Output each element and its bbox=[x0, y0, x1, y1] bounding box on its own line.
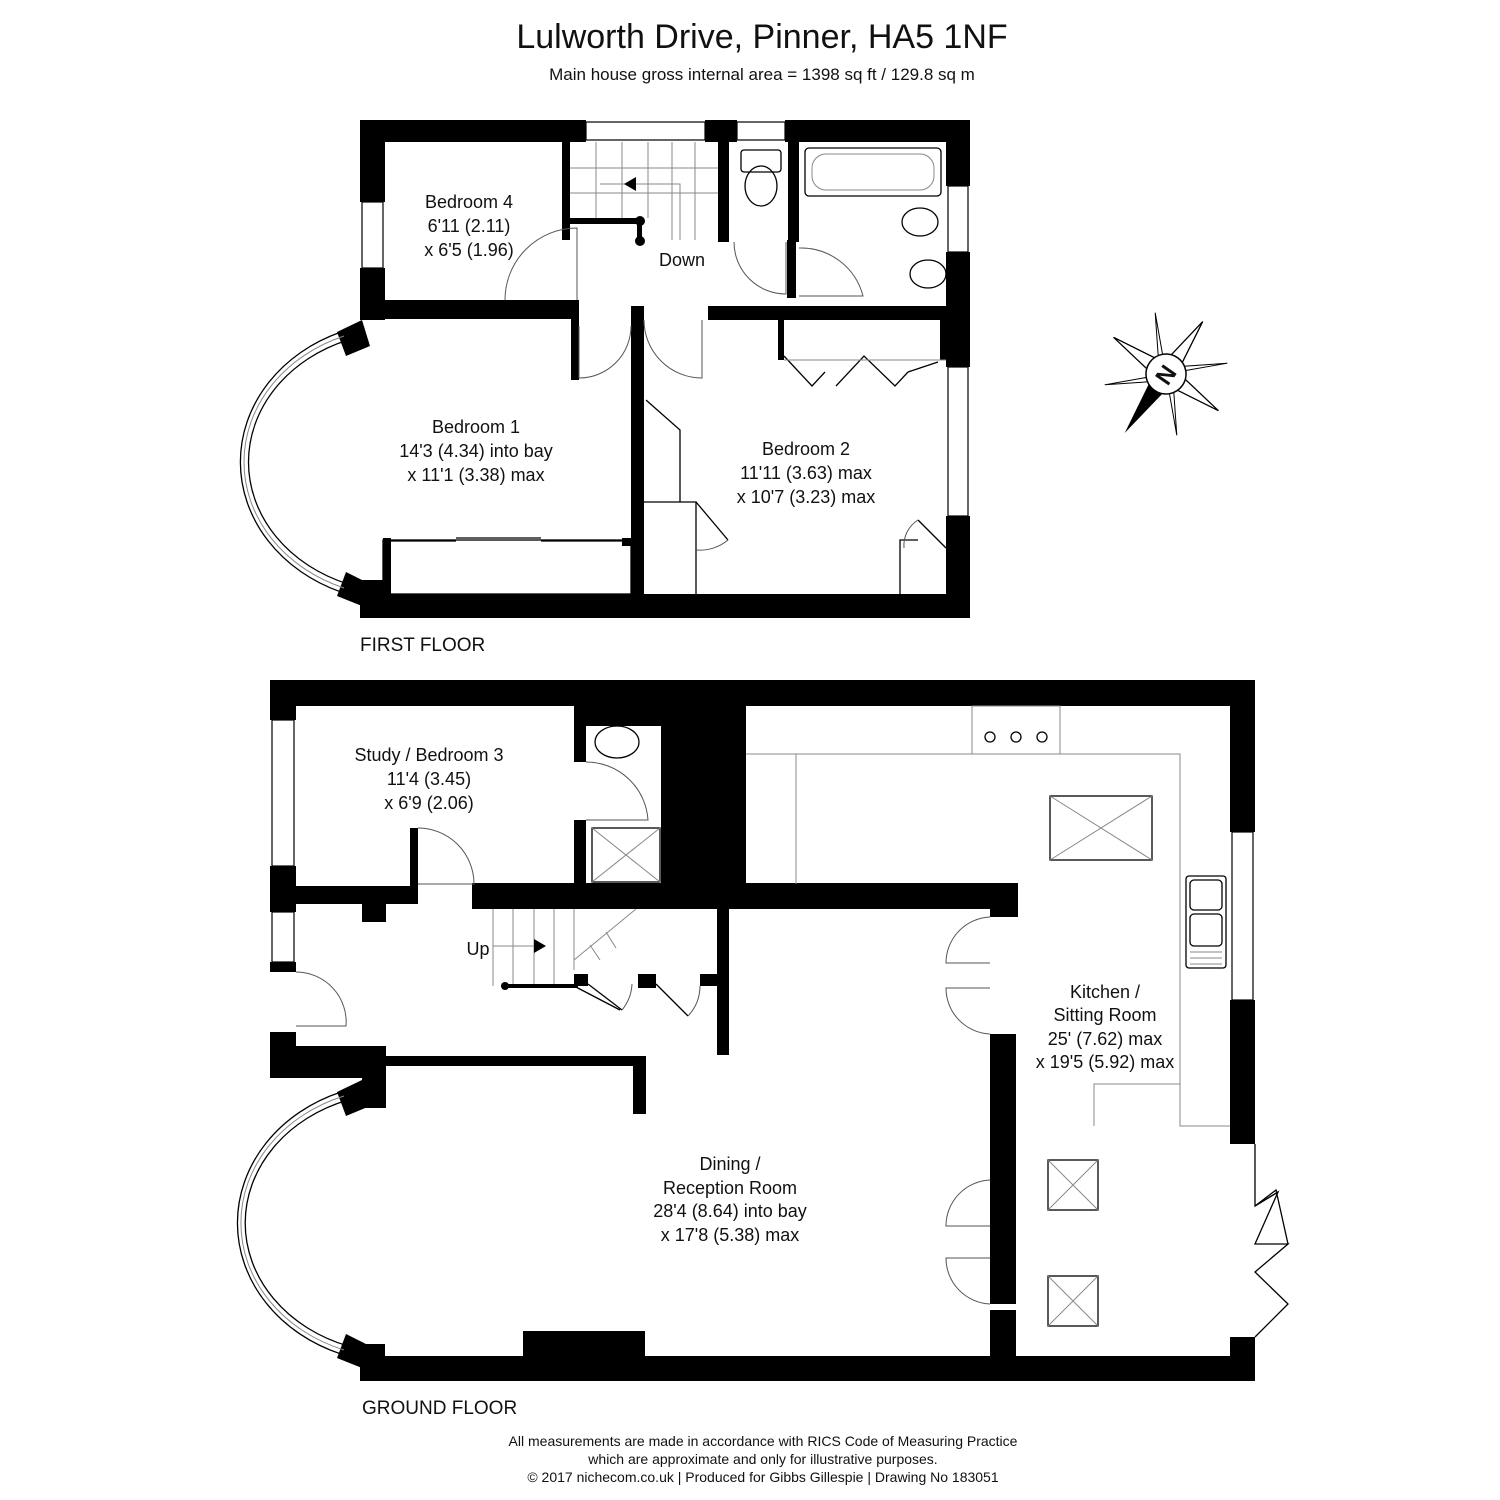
dining-label: Dining / Reception Room 28'4 (8.64) into… bbox=[653, 1154, 807, 1245]
down-label: Down bbox=[659, 250, 705, 270]
basin-icon bbox=[909, 259, 947, 289]
room-dimension: 6'11 (2.11) bbox=[428, 216, 511, 236]
room-dimension: 25' (7.62) max bbox=[1048, 1029, 1163, 1049]
shower-tray-icon bbox=[591, 827, 661, 883]
footer-line: © 2017 nichecom.co.uk | Produced for Gib… bbox=[527, 1469, 998, 1485]
room-name: Bedroom 4 bbox=[425, 192, 513, 212]
room-name: Dining / bbox=[699, 1154, 760, 1174]
room-dimension: x 10'7 (3.23) max bbox=[737, 487, 876, 507]
bidet-icon bbox=[901, 207, 939, 237]
room-name: Bedroom 2 bbox=[762, 439, 850, 459]
room-dimension: x 6'5 (1.96) bbox=[424, 240, 513, 260]
first-floor-stairs bbox=[570, 142, 718, 240]
bedroom-4-label: Bedroom 4 6'11 (2.11) x 6'5 (1.96) bbox=[424, 192, 513, 260]
north-arrow-icon bbox=[1104, 312, 1228, 436]
stair-arrow-icon bbox=[534, 939, 546, 953]
room-name: Kitchen / bbox=[1070, 982, 1140, 1002]
room-dimension: x 19'5 (5.92) max bbox=[1036, 1052, 1175, 1072]
page-title: Lulworth Drive, Pinner, HA5 1NF bbox=[516, 18, 1007, 56]
kitchen-label: Kitchen / Sitting Room 25' (7.62) max x … bbox=[1036, 982, 1175, 1072]
stair-arrow-icon bbox=[624, 177, 636, 191]
bath-icon bbox=[804, 147, 942, 197]
skylight-icon bbox=[1047, 1159, 1099, 1211]
ground-floor-label: GROUND FLOOR bbox=[362, 1398, 517, 1419]
room-dimension: x 11'1 (3.38) max bbox=[407, 465, 544, 485]
room-dimension: 11'4 (3.45) bbox=[387, 769, 471, 789]
sink-icon bbox=[1185, 875, 1227, 969]
ground-floor-plan: Up bbox=[236, 680, 1290, 1381]
ground-floor-stairs bbox=[492, 908, 637, 1011]
skylight-icon bbox=[1049, 795, 1153, 861]
first-floor-plan: Down bbox=[239, 120, 970, 618]
room-dimension: 28'4 (8.64) into bay bbox=[653, 1201, 807, 1221]
hob-icon bbox=[971, 705, 1061, 755]
bedroom-2-label: Bedroom 2 11'11 (3.63) max x 10'7 (3.23)… bbox=[737, 439, 876, 507]
room-name: Reception Room bbox=[663, 1178, 797, 1198]
toilet-icon bbox=[667, 727, 705, 773]
gross-area: Main house gross internal area = 1398 sq… bbox=[549, 65, 975, 84]
room-name: Sitting Room bbox=[1053, 1005, 1156, 1025]
room-dimension: 14'3 (4.34) into bay bbox=[399, 441, 553, 461]
bifold-doors bbox=[1254, 1144, 1290, 1338]
room-dimension: x 17'8 (5.38) max bbox=[661, 1225, 800, 1245]
study-label: Study / Bedroom 3 11'4 (3.45) x 6'9 (2.0… bbox=[354, 745, 503, 813]
footer-line: which are approximate and only for illus… bbox=[587, 1451, 937, 1467]
room-dimension: x 6'9 (2.06) bbox=[384, 793, 473, 813]
basin-icon bbox=[594, 725, 640, 759]
footer-line: All measurements are made in accordance … bbox=[509, 1433, 1018, 1449]
toilet-icon bbox=[744, 165, 778, 207]
skylight-icon bbox=[1047, 1275, 1099, 1327]
toilet-cistern bbox=[740, 149, 782, 173]
first-floor-label: FIRST FLOOR bbox=[360, 635, 485, 656]
bedroom-1-label: Bedroom 1 14'3 (4.34) into bay x 11'1 (3… bbox=[399, 417, 553, 485]
room-name: Bedroom 1 bbox=[432, 417, 520, 437]
up-label: Up bbox=[466, 939, 489, 959]
room-name: Study / Bedroom 3 bbox=[354, 745, 503, 765]
room-dimension: 11'11 (3.63) max bbox=[740, 463, 872, 483]
